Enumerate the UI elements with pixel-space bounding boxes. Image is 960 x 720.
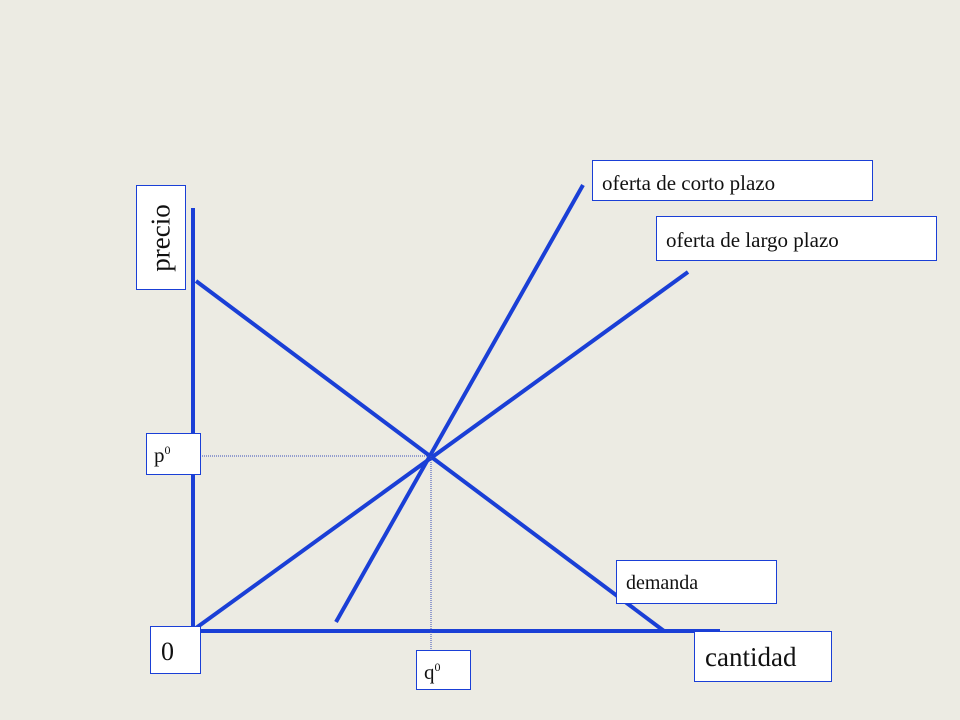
q0-label-base: q: [424, 660, 435, 684]
short-run-supply-curve: [334, 184, 585, 623]
long-run-supply-curve: [194, 270, 690, 630]
q0-label-sub: 0: [434, 660, 441, 674]
p0-label-sub: 0: [164, 443, 171, 457]
short-run-supply-label: oferta de corto plazo: [592, 160, 873, 201]
price-axis-label: precio: [136, 185, 186, 290]
demand-label: demanda: [616, 560, 777, 604]
p0-label: p0: [146, 433, 201, 475]
quantity-axis-label: cantidad: [694, 631, 832, 682]
origin-label: 0: [150, 626, 201, 674]
price-axis-label-text: precio: [145, 203, 176, 272]
long-run-supply-label: oferta de largo plazo: [656, 216, 937, 261]
p0-label-base: p: [154, 443, 165, 467]
q0-label: q0: [416, 650, 471, 690]
